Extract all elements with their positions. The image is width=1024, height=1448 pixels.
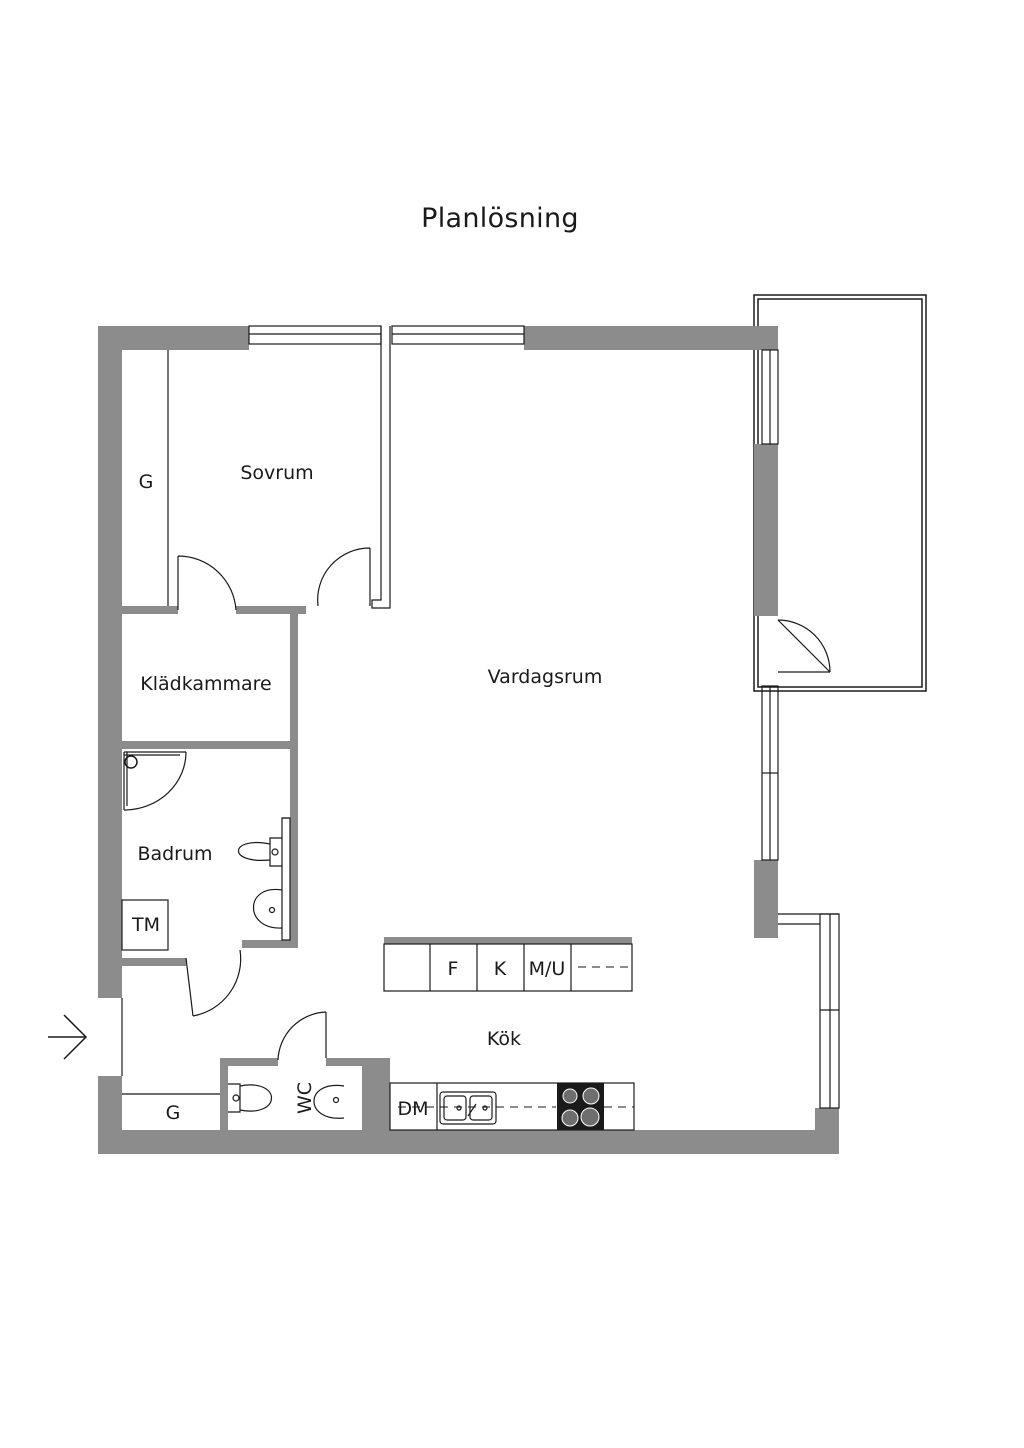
- page-title: Planlösning: [421, 203, 579, 234]
- sink: [252, 888, 283, 929]
- wc-sink: [313, 1084, 345, 1119]
- stove: [557, 1083, 604, 1130]
- closet-label-bottom: G: [166, 1102, 181, 1124]
- right-windows: [761, 349, 840, 1109]
- fridge-label: F: [448, 958, 459, 980]
- kitchen-counter: [389, 1082, 635, 1131]
- door-bedroom: [317, 547, 371, 607]
- toilet: [238, 837, 282, 867]
- room-label-vardagsrum: Vardagsrum: [488, 666, 603, 688]
- dishwasher-label: DM: [397, 1098, 428, 1120]
- door-wc: [277, 1011, 327, 1061]
- kitchen-island: [383, 937, 633, 992]
- arrow-right-icon: [48, 1014, 88, 1060]
- microwave-oven-label: M/U: [529, 958, 566, 980]
- wc-toilet: [228, 1083, 273, 1113]
- room-label-kladkammare: Klädkammare: [140, 673, 272, 695]
- freezer-label: K: [494, 958, 507, 980]
- kitchen-sink: [439, 1091, 497, 1125]
- shower: [123, 751, 187, 811]
- wc-fixtures: [228, 1083, 345, 1119]
- bathroom-fixtures: [121, 817, 291, 951]
- room-label-wc: WC: [294, 1082, 316, 1114]
- doors: [177, 547, 831, 1061]
- closet-label-top: G: [139, 471, 154, 493]
- room-label-kok: Kök: [487, 1028, 521, 1050]
- door-balcony: [777, 619, 831, 673]
- interior-lines: [121, 326, 391, 1095]
- room-label-sovrum: Sovrum: [240, 462, 313, 484]
- room-label-badrum: Badrum: [137, 843, 212, 865]
- balcony: [753, 294, 927, 692]
- tm-label: TM: [131, 914, 160, 936]
- top-windows: [248, 325, 525, 345]
- exterior-walls: [98, 326, 839, 1154]
- door-bathroom: [185, 949, 242, 1017]
- door-closet: [177, 555, 237, 611]
